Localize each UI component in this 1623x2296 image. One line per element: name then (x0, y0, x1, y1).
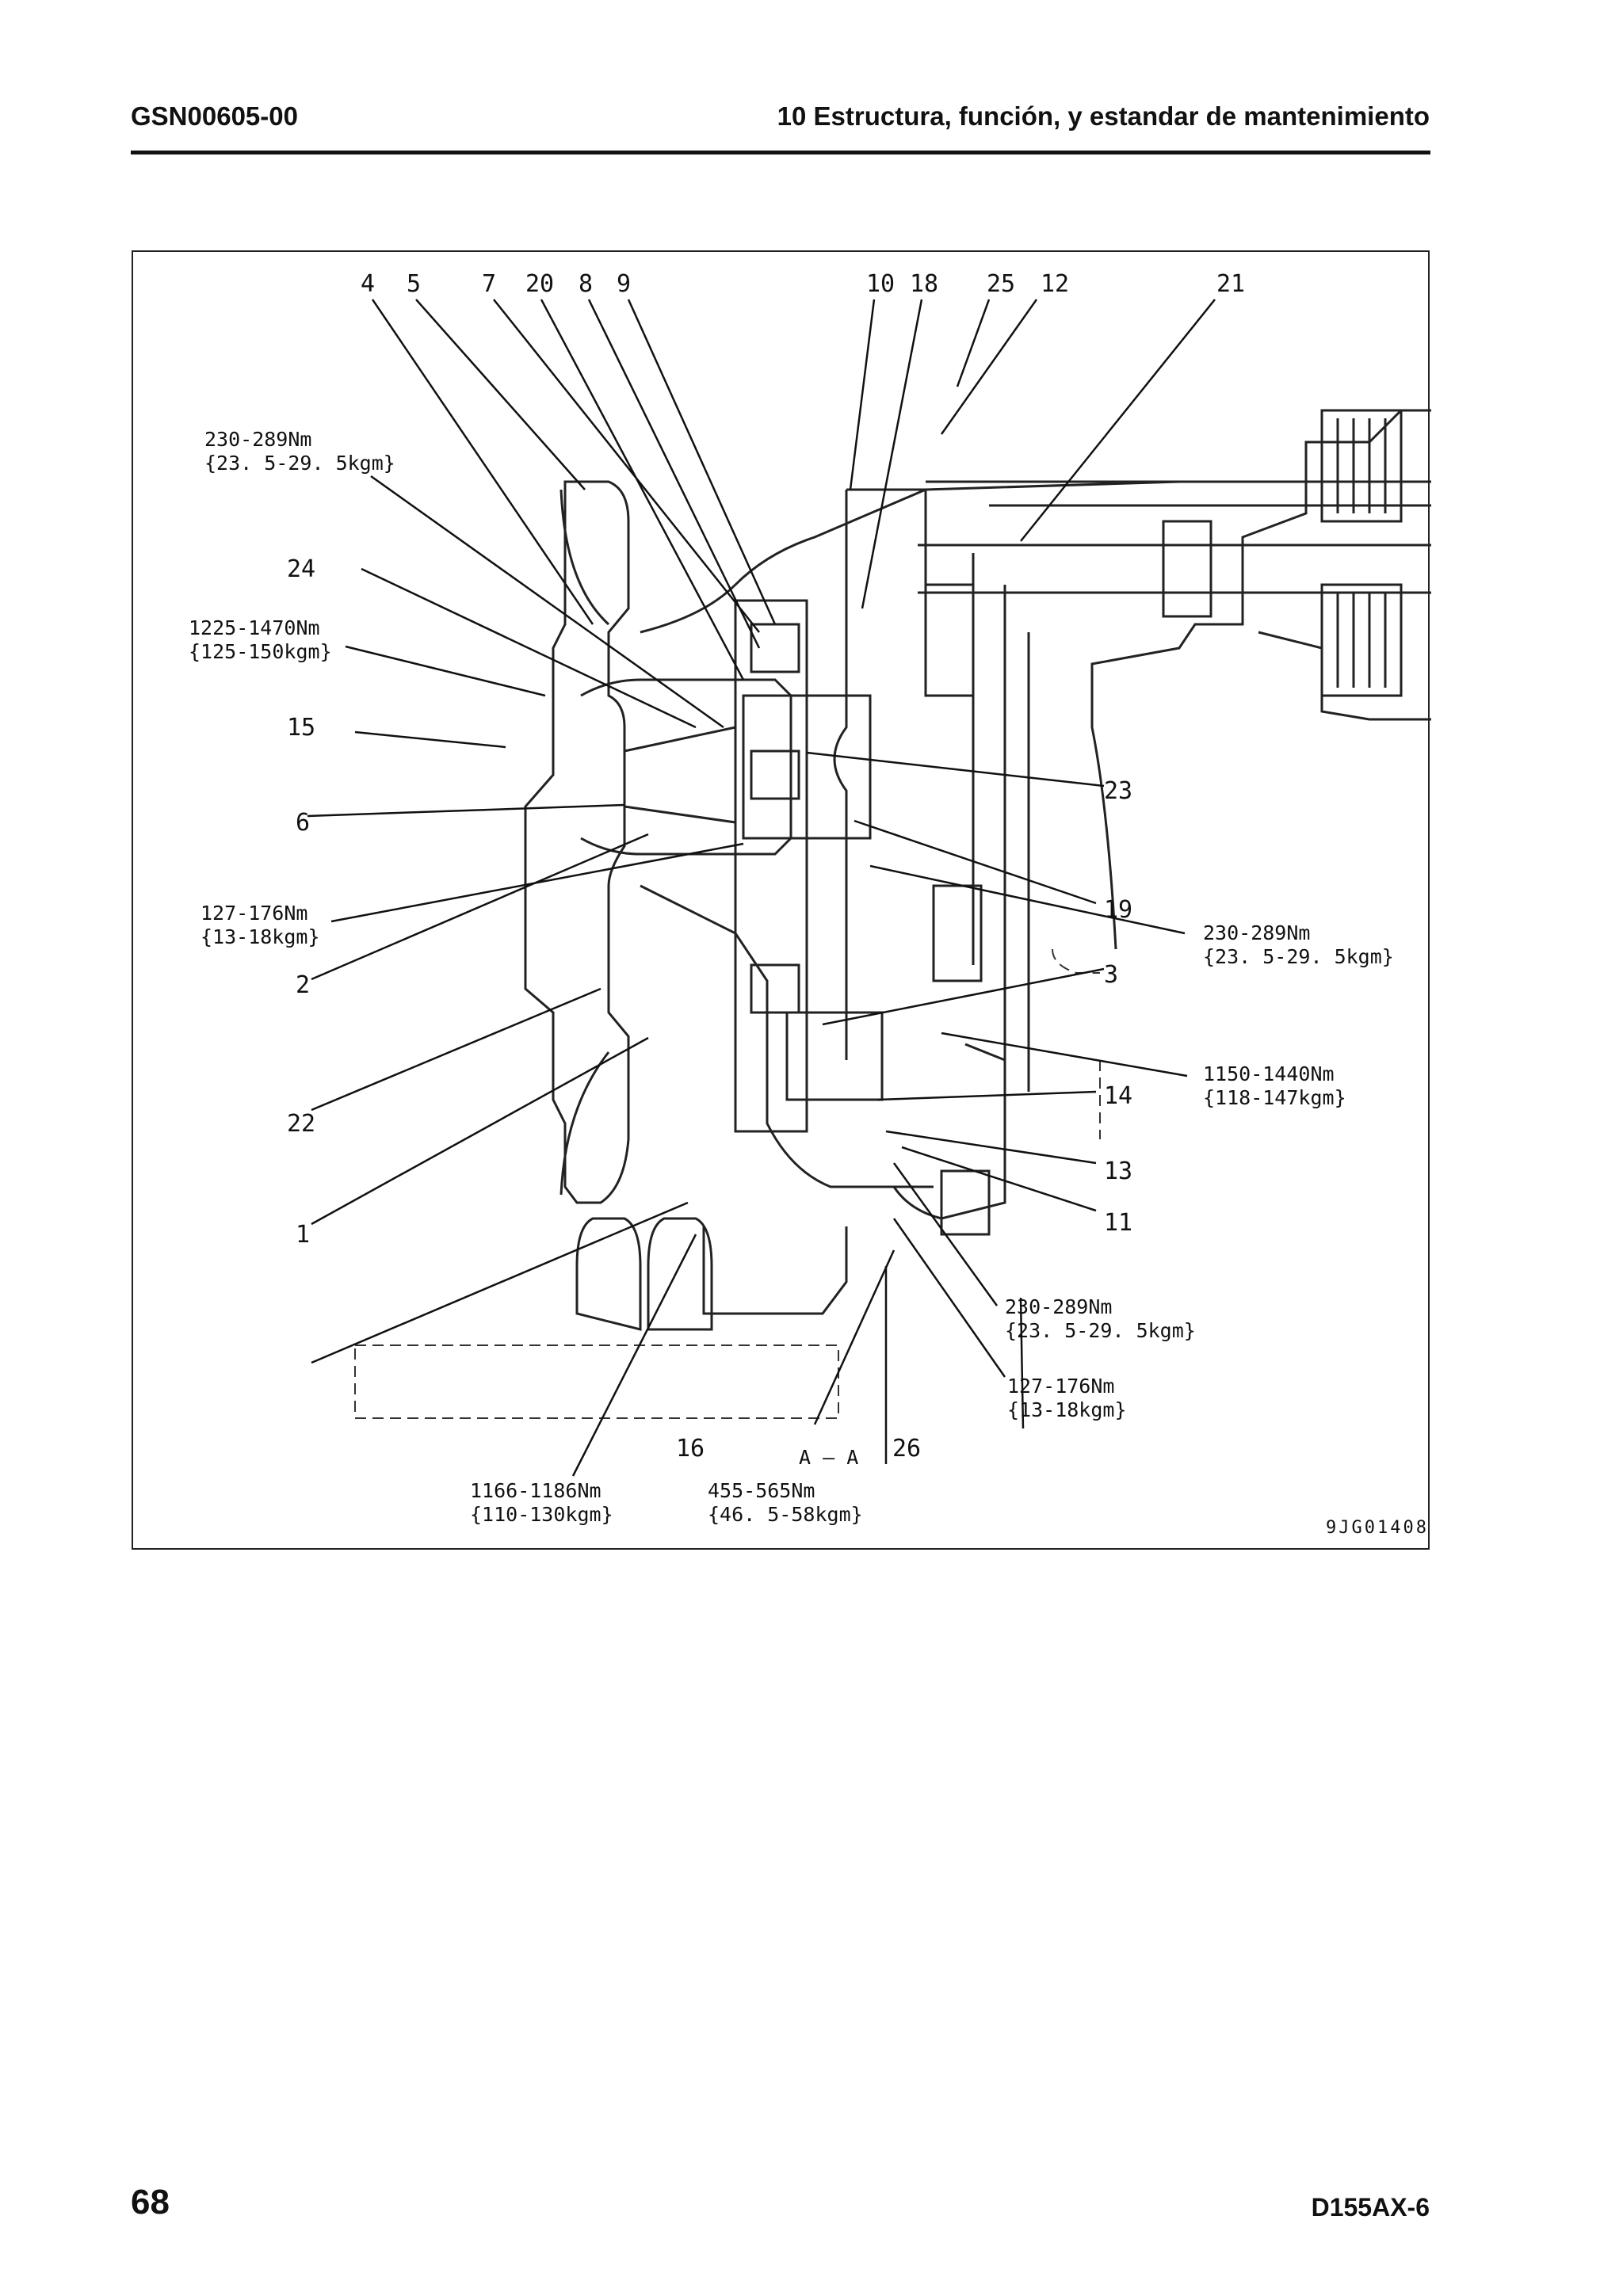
hidden-lines (354, 948, 1101, 1419)
part-label: 6 (296, 809, 310, 837)
part-label: 21 (1216, 270, 1245, 298)
doc-code: GSN00605-00 (131, 101, 298, 131)
torque-value-kgm: {13-18kgm} (1007, 1398, 1127, 1421)
part-label: 20 (525, 270, 554, 298)
part-label: 15 (287, 714, 315, 742)
part-label: 1 (296, 1221, 310, 1249)
torque-value: 127-176Nm (200, 902, 307, 925)
part-label: 9 (617, 270, 631, 298)
torque-value: 127-176Nm (1007, 1375, 1114, 1398)
final-drive-cross-section-figure: 4 5 7 20 8 9 10 18 25 12 21 24 15 6 2 22… (132, 250, 1431, 1550)
torque-value-kgm: {23. 5-29. 5kgm} (204, 452, 395, 475)
torque-value-kgm: {46. 5-58kgm} (708, 1503, 863, 1526)
figure-code: 9JG01408 (1326, 1518, 1429, 1538)
torque-value-kgm: {110-130kgm} (470, 1503, 613, 1526)
part-label: 16 (676, 1435, 705, 1463)
leader-lines (307, 299, 1216, 1477)
torque-value: 230-289Nm (204, 428, 311, 451)
final-drive-drawing: 4 5 7 20 8 9 10 18 25 12 21 24 15 6 2 22… (189, 270, 1431, 1538)
part-label: 19 (1104, 896, 1132, 924)
torque-value: 1166-1186Nm (470, 1479, 601, 1502)
part-label: 11 (1104, 1209, 1132, 1237)
part-label: 14 (1104, 1082, 1132, 1110)
torque-value: 230-289Nm (1203, 921, 1310, 944)
torque-value-kgm: {23. 5-29. 5kgm} (1203, 945, 1394, 968)
part-label: 5 (407, 270, 421, 298)
torque-value: 1225-1470Nm (189, 616, 320, 639)
page-number: 68 (131, 2183, 170, 2222)
part-label: 10 (866, 270, 895, 298)
torque-labels: 230-289Nm {23. 5-29. 5kgm} 1225-1470Nm {… (189, 428, 1394, 1526)
section-title: 10 Estructura, función, y estandar de ma… (777, 101, 1430, 131)
torque-value: 1150-1440Nm (1203, 1062, 1335, 1085)
header-divider (131, 151, 1430, 154)
part-label: 4 (361, 270, 375, 298)
part-label: 25 (987, 270, 1015, 298)
part-label: 2 (296, 971, 310, 999)
part-label: 12 (1041, 270, 1069, 298)
part-label: 24 (287, 555, 315, 583)
model-code: D155AX-6 (1311, 2193, 1430, 2222)
torque-value-kgm: {13-18kgm} (200, 925, 320, 948)
torque-value-kgm: {125-150kgm} (189, 640, 332, 663)
part-label: 26 (892, 1435, 921, 1463)
part-label: 22 (287, 1110, 315, 1138)
torque-value: 455-565Nm (708, 1479, 815, 1502)
part-label: 18 (910, 270, 938, 298)
section-view-label: A — A (799, 1446, 858, 1469)
part-label: 8 (579, 270, 593, 298)
part-label: 13 (1104, 1158, 1132, 1185)
torque-value-kgm: {23. 5-29. 5kgm} (1005, 1319, 1196, 1342)
part-label: 23 (1104, 777, 1132, 805)
part-label: 7 (482, 270, 496, 298)
torque-value-kgm: {118-147kgm} (1203, 1086, 1346, 1109)
part-number-labels: 4 5 7 20 8 9 10 18 25 12 21 24 15 6 2 22… (287, 270, 1245, 1463)
torque-value: 230-289Nm (1005, 1295, 1112, 1318)
drawing-geometry (524, 409, 1431, 1331)
part-label: 3 (1104, 961, 1118, 989)
